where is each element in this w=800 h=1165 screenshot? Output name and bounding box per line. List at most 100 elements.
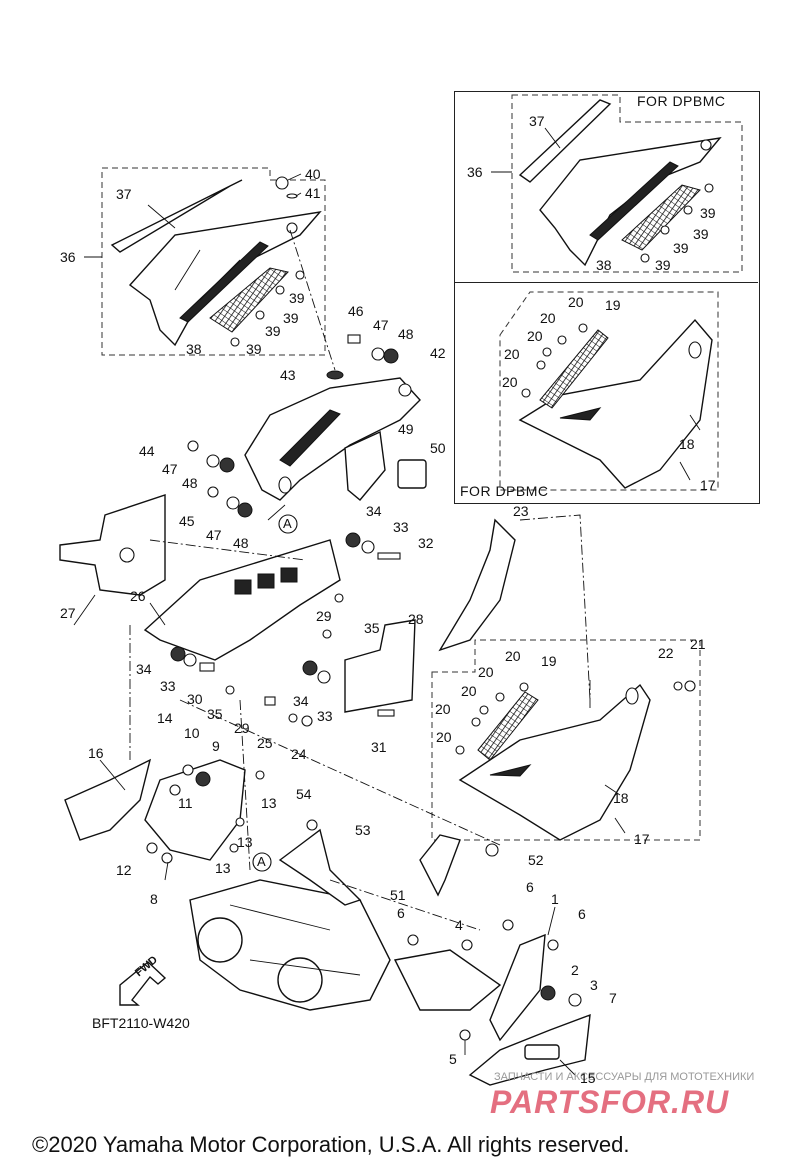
callout-14: 14 bbox=[157, 710, 173, 726]
callout-25: 25 bbox=[257, 735, 273, 751]
callout-38-inset: 38 bbox=[596, 257, 612, 273]
callout-9: 9 bbox=[212, 738, 220, 754]
callout-39-b: 39 bbox=[283, 310, 299, 326]
callout-16: 16 bbox=[88, 745, 104, 761]
side-cover-assembly-left bbox=[101, 167, 326, 356]
callout-17-inset: 17 bbox=[700, 477, 716, 493]
callout-6-b: 6 bbox=[578, 906, 586, 922]
callout-13-c: 13 bbox=[215, 860, 231, 876]
watermark-tagline: ЗАПЧАСТИ И АКСЕССУАРЫ ДЛЯ МОТОТЕХНИКИ bbox=[494, 1071, 755, 1083]
callout-20-e: 20 bbox=[436, 729, 452, 745]
callout-39-d: 39 bbox=[246, 341, 262, 357]
panel-27-frame-26 bbox=[59, 494, 341, 661]
callout-20-a: 20 bbox=[505, 648, 521, 664]
callout-35-left: 35 bbox=[207, 706, 223, 722]
callout-52: 52 bbox=[528, 852, 544, 868]
callout-35-top: 35 bbox=[364, 620, 380, 636]
callout-20-inset-e: 20 bbox=[502, 374, 518, 390]
callout-32: 32 bbox=[418, 535, 434, 551]
reference-marker-a-lower-label: A bbox=[257, 854, 266, 869]
callout-44: 44 bbox=[139, 443, 155, 459]
callout-34-top: 34 bbox=[366, 503, 382, 519]
lower-right-cover-15 bbox=[393, 933, 591, 1086]
watermark-logo: PARTSFOR.RU bbox=[490, 1084, 730, 1120]
callout-5: 5 bbox=[449, 1051, 457, 1067]
callout-10: 10 bbox=[184, 725, 200, 741]
callout-50: 50 bbox=[430, 440, 446, 456]
callout-20-inset-c: 20 bbox=[527, 328, 543, 344]
callout-33-left: 33 bbox=[160, 678, 176, 694]
callout-45: 45 bbox=[179, 513, 195, 529]
callout-39-inset-b: 39 bbox=[693, 226, 709, 242]
callout-46: 46 bbox=[348, 303, 364, 319]
callout-13-a: 13 bbox=[261, 795, 277, 811]
callout-33-top: 33 bbox=[393, 519, 409, 535]
dpbmc-right-cover bbox=[499, 291, 719, 491]
callout-28: 28 bbox=[408, 611, 424, 627]
callout-23: 23 bbox=[513, 503, 529, 519]
side-cover-42 bbox=[244, 377, 427, 501]
reference-marker-a-upper-label: A bbox=[283, 516, 292, 531]
callout-39-a: 39 bbox=[289, 290, 305, 306]
drawing-code: BFT2110-W420 bbox=[92, 1015, 190, 1031]
fasteners bbox=[146, 176, 714, 1041]
callout-20-inset-d: 20 bbox=[504, 346, 520, 362]
reference-marker-a-lower bbox=[252, 852, 272, 872]
callout-42: 42 bbox=[430, 345, 446, 361]
right-cover-17 bbox=[431, 639, 701, 841]
callout-19-inset: 19 bbox=[605, 297, 621, 313]
callout-38: 38 bbox=[186, 341, 202, 357]
callout-34-mid: 34 bbox=[293, 693, 309, 709]
callout-41: 41 bbox=[305, 185, 321, 201]
callout-18-inset: 18 bbox=[679, 436, 695, 452]
callout-39-inset-c: 39 bbox=[673, 240, 689, 256]
callout-11: 11 bbox=[178, 795, 193, 811]
callout-20-d: 20 bbox=[435, 701, 451, 717]
callout-43: 43 bbox=[280, 367, 296, 383]
callout-30: 30 bbox=[187, 691, 203, 707]
reference-lines bbox=[129, 229, 591, 931]
callout-51: 51 bbox=[390, 887, 406, 903]
plate-28-bracket-23 bbox=[344, 518, 516, 713]
callout-7: 7 bbox=[609, 990, 617, 1006]
callout-37: 37 bbox=[116, 186, 132, 202]
callout-17: 17 bbox=[634, 831, 650, 847]
engine-unit bbox=[189, 879, 391, 1011]
variant-label-bottom: FOR DPBMC bbox=[460, 483, 549, 499]
callout-36-inset: 36 bbox=[467, 164, 483, 180]
callout-47-mid: 47 bbox=[162, 461, 178, 477]
dpbmc-inset-frame bbox=[454, 91, 760, 504]
callout-15: 15 bbox=[580, 1070, 596, 1086]
dpbmc-inset-divider bbox=[454, 282, 758, 283]
callout-39-c: 39 bbox=[265, 323, 281, 339]
callout-39-inset-a: 39 bbox=[700, 205, 716, 221]
callout-54: 54 bbox=[296, 786, 312, 802]
callout-34-left: 34 bbox=[136, 661, 152, 677]
callout-29-top: 29 bbox=[316, 608, 332, 624]
callout-13-b: 13 bbox=[237, 834, 253, 850]
callout-22: 22 bbox=[658, 645, 674, 661]
callout-40: 40 bbox=[305, 166, 321, 182]
callout-20-b: 20 bbox=[478, 664, 494, 680]
lower-left-cover-16 bbox=[64, 758, 246, 861]
copyright-notice: ©2020 Yamaha Motor Corporation, U.S.A. A… bbox=[32, 1132, 630, 1157]
callout-37-inset: 37 bbox=[529, 113, 545, 129]
callout-39-inset-d: 39 bbox=[655, 257, 671, 273]
bracket-51-53 bbox=[278, 828, 461, 906]
dpbmc-side-cover bbox=[511, 94, 743, 273]
callout-6-a: 6 bbox=[526, 879, 534, 895]
callout-26: 26 bbox=[130, 588, 146, 604]
callout-3: 3 bbox=[590, 977, 598, 993]
reference-marker-a-upper bbox=[278, 514, 298, 534]
callout-4: 4 bbox=[455, 917, 463, 933]
callout-8: 8 bbox=[150, 891, 158, 907]
callout-49: 49 bbox=[398, 421, 414, 437]
callout-12: 12 bbox=[116, 862, 132, 878]
callout-21: 21 bbox=[690, 636, 706, 652]
callout-2: 2 bbox=[571, 962, 579, 978]
callout-47-top: 47 bbox=[373, 317, 389, 333]
callout-27: 27 bbox=[60, 605, 76, 621]
callout-48-top: 48 bbox=[398, 326, 414, 342]
